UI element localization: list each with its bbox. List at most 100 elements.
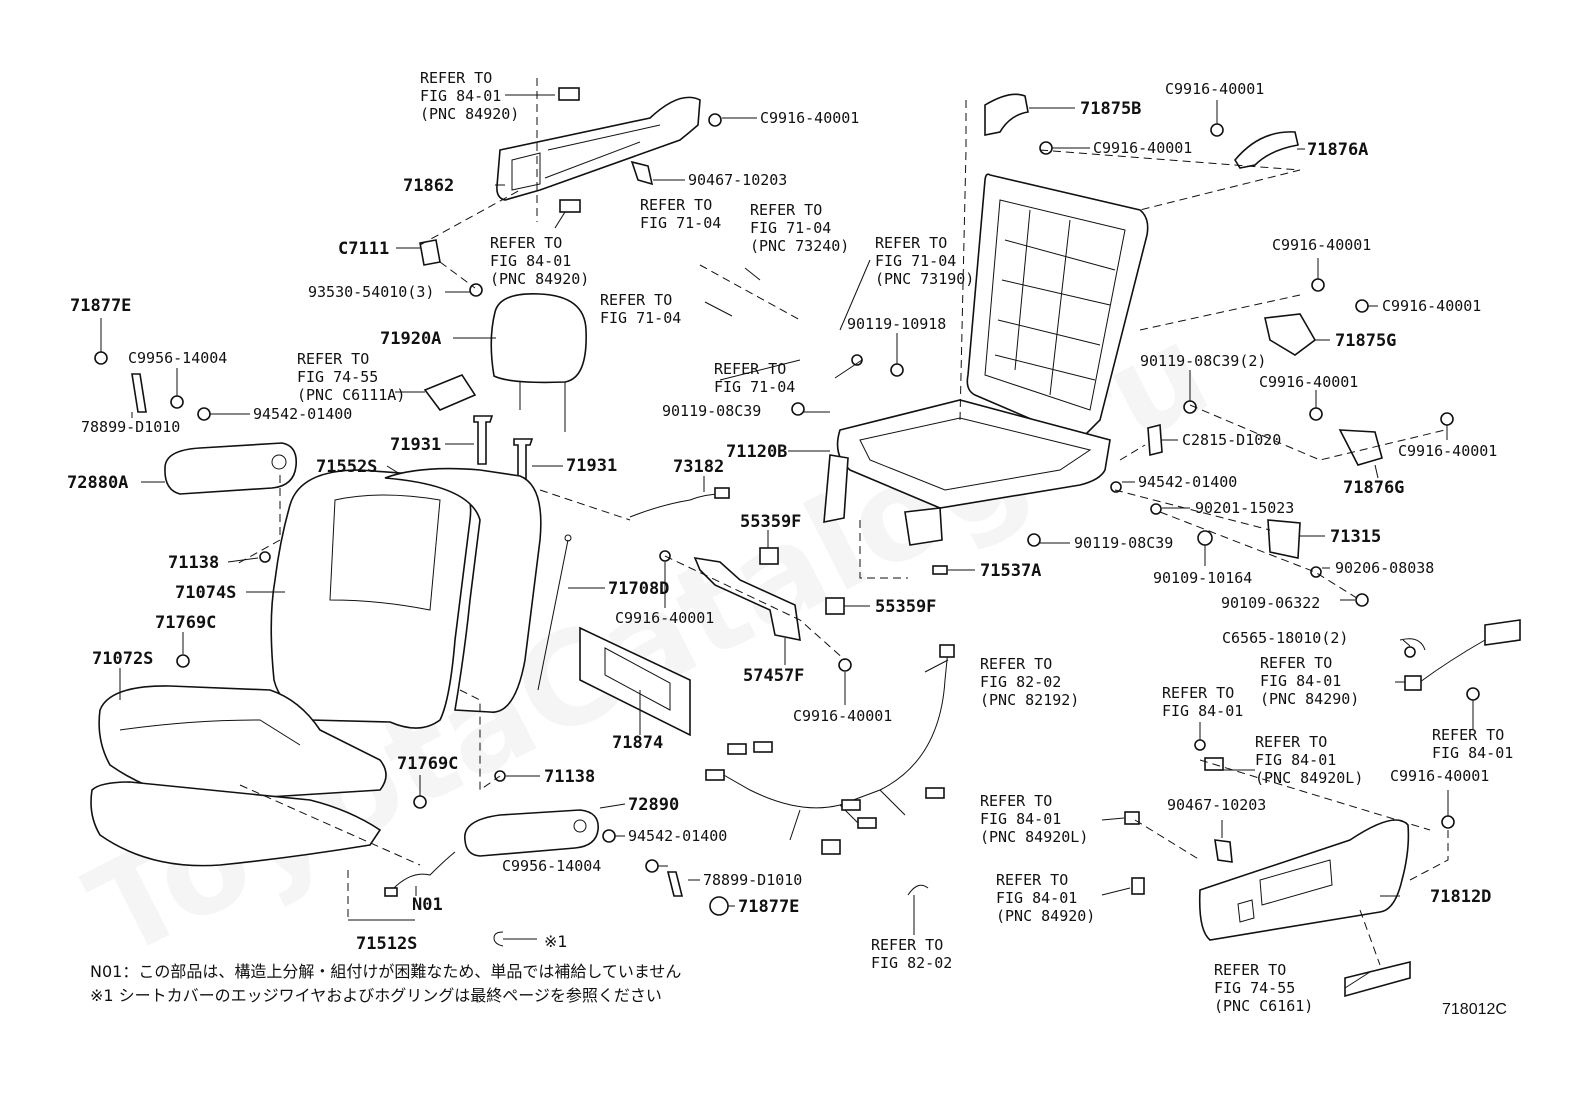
part-labels: 71875B 71876A C9916-40001 C9916-40001 C9… bbox=[67, 80, 1497, 954]
label-90109-06322: 90109-06322 bbox=[1221, 594, 1320, 612]
label-71874: 71874 bbox=[612, 733, 663, 753]
bolt-78899-left bbox=[131, 373, 147, 413]
cover-71876a bbox=[1234, 131, 1299, 169]
label-c9916-top: C9916-40001 bbox=[760, 109, 859, 127]
label-c9956-b: C9956-14004 bbox=[502, 857, 601, 875]
label-90201: 90201-15023 bbox=[1195, 499, 1294, 517]
label-71769c-b: 71769C bbox=[397, 754, 458, 774]
label-71877e-b: 71877E bbox=[738, 897, 799, 917]
label-71537a: 71537A bbox=[980, 561, 1041, 581]
cover-71875g bbox=[1264, 313, 1317, 356]
label-71812d: 71812D bbox=[1430, 887, 1491, 907]
label-90119-08c39-a: 90119-08C39 bbox=[662, 402, 761, 420]
headrest-guide-a bbox=[473, 415, 494, 465]
seat-cushion-cover bbox=[98, 685, 387, 801]
label-71120b: 71120B bbox=[726, 442, 787, 462]
label-71708d: 71708D bbox=[608, 579, 669, 599]
cover-71876g bbox=[1338, 429, 1383, 466]
back-board bbox=[579, 626, 691, 737]
seat-cushion-pad bbox=[90, 781, 382, 867]
seatback-cover bbox=[270, 469, 472, 729]
bolt-78899-mid bbox=[666, 871, 684, 897]
label-90467-a: 90467-10203 bbox=[688, 171, 787, 189]
seat-shield-lower bbox=[1198, 819, 1410, 941]
label-c9916-m2: C9916-40001 bbox=[793, 707, 892, 725]
label-55359f-b: 55359F bbox=[875, 597, 936, 617]
clip-c2815 bbox=[1147, 423, 1163, 457]
pad-55359f-a bbox=[759, 547, 779, 565]
pad-55359f-b bbox=[825, 597, 845, 615]
clip-71537a bbox=[932, 565, 948, 575]
wire-harness-82192 bbox=[705, 644, 955, 855]
label-c9916-r1: C9916-40001 bbox=[1272, 236, 1371, 254]
label-c9916-tr1: C9916-40001 bbox=[1165, 80, 1264, 98]
hog-ring-symbol bbox=[493, 931, 504, 947]
label-94542-a: 94542-01400 bbox=[253, 405, 352, 423]
clip-90467 bbox=[630, 160, 654, 186]
label-71876a: 71876A bbox=[1307, 140, 1368, 160]
label-71875g: 71875G bbox=[1335, 331, 1396, 351]
headrest bbox=[490, 293, 587, 384]
bracket-57457f bbox=[693, 556, 801, 642]
pad-c6111a bbox=[423, 374, 477, 411]
label-n01: N01 bbox=[412, 895, 443, 915]
label-90206: 90206-08038 bbox=[1335, 559, 1434, 577]
label-90119-08c39-2: 90119-08C39(2) bbox=[1140, 352, 1266, 370]
label-72880a: 72880A bbox=[67, 473, 128, 493]
label-71315: 71315 bbox=[1330, 527, 1381, 547]
label-71875b: 71875B bbox=[1080, 99, 1141, 119]
label-71074s: 71074S bbox=[175, 583, 236, 603]
armrest-left bbox=[164, 442, 298, 495]
wire-73182 bbox=[629, 493, 723, 518]
washer-94542-left bbox=[197, 407, 211, 421]
label-90467-b: 90467-10203 bbox=[1167, 796, 1266, 814]
label-71862: 71862 bbox=[403, 176, 454, 196]
label-90119-08c39-b: 90119-08C39 bbox=[1074, 534, 1173, 552]
label-71877e-a: 71877E bbox=[70, 296, 131, 316]
label-73182: 73182 bbox=[673, 457, 724, 477]
screw-c9916-top bbox=[708, 113, 722, 127]
switch-84290 bbox=[1484, 619, 1521, 646]
washer-94542-mid bbox=[602, 829, 616, 843]
label-c9916-r2: C9916-40001 bbox=[1382, 297, 1481, 315]
label-c9956-a: C9956-14004 bbox=[128, 349, 227, 367]
label-94542-b: 94542-01400 bbox=[1138, 473, 1237, 491]
cap-71877e-left bbox=[94, 351, 108, 365]
label-c9916-br: C9916-40001 bbox=[1390, 767, 1489, 785]
label-93530: 93530-54010(3) bbox=[308, 283, 434, 301]
diagram-code: 718012C bbox=[1442, 1001, 1507, 1018]
footnotes: ※1 N01：この部品は、構造上分解・組付けが困難なため、単品では補給していませ… bbox=[90, 931, 1507, 1018]
label-71138-b: 71138 bbox=[544, 767, 595, 787]
label-c9916-m1: C9916-40001 bbox=[615, 609, 714, 627]
seatback-pad bbox=[384, 467, 542, 713]
label-57457f: 57457F bbox=[743, 666, 804, 686]
note-n01: N01：この部品は、構造上分解・組付けが困難なため、単品では補給していません bbox=[90, 962, 681, 981]
leader-lines bbox=[100, 94, 1474, 989]
clip-71769c-a bbox=[176, 654, 190, 668]
assembly-lines bbox=[234, 78, 1449, 966]
label-c2815: C2815-D1020 bbox=[1182, 431, 1281, 449]
label-71931-b: 71931 bbox=[566, 456, 617, 476]
clip-upper-b bbox=[559, 199, 581, 213]
label-71876g: 71876G bbox=[1343, 478, 1404, 498]
label-90119-10918: 90119-10918 bbox=[847, 315, 946, 333]
cap-71877e-mid bbox=[709, 896, 729, 916]
label-71920a: 71920A bbox=[380, 329, 441, 349]
clamp-c6565 bbox=[1399, 638, 1426, 651]
label-71769c-a: 71769C bbox=[155, 613, 216, 633]
symbol-mark: ※1 bbox=[544, 932, 568, 951]
clip-90467-lower bbox=[1214, 839, 1233, 863]
